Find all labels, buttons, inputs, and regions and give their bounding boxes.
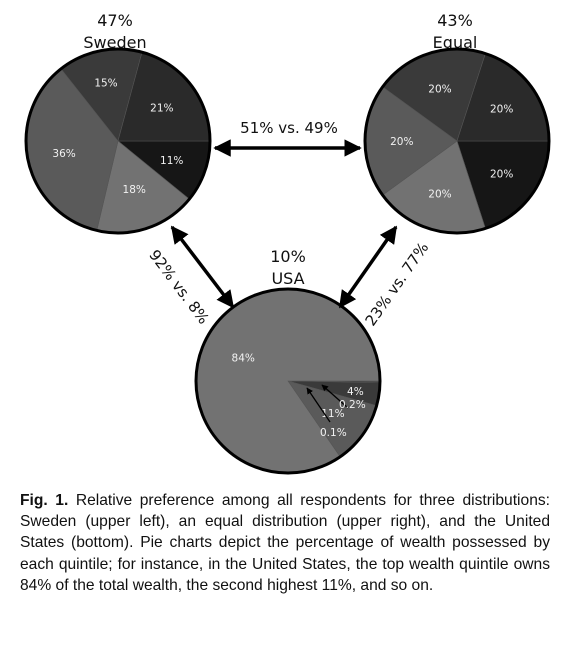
sweden-pie-title: Sweden [83,33,146,52]
pie-figure: 47% Sweden 43% Equal 10% USA 11% 18% 36% 15… [24,11,551,475]
usa-equal-arrow [338,225,398,309]
usa-pie-title: USA [271,269,304,288]
sweden-slice-label-3: 15% [94,77,117,89]
equal-preference-label: 43% [437,11,473,30]
equal-slice-label-3: 20% [428,84,451,96]
equal-pie-title: Equal [433,33,478,52]
sweden-usa-arrow [170,225,235,309]
usa-slice-label-0.2: 0.2% [339,399,366,411]
usa-preference-label: 10% [270,247,306,266]
sweden-equal-comparison-label: 51% vs. 49% [240,119,338,137]
equal-slice-label-4: 20% [490,104,513,116]
sweden-pie-outline [24,47,212,235]
equal-pie: 20% 20% 20% 20% 20% [363,47,551,235]
usa-pie-outline [194,287,382,475]
equal-slice-label-0: 20% [490,168,513,180]
usa-0.1-callout-arrow [306,387,331,423]
equal-pie-outline [363,47,551,235]
caption-figure-label: Fig. 1. [20,492,69,509]
sweden-pie: 11% 18% 36% 15% 21% [24,47,212,235]
usa-slice-label-0.1: 0.1% [320,427,347,439]
figure-caption: Fig. 1. Relative preference among all re… [20,490,550,596]
usa-slice-label-2: 4% [347,386,364,398]
sweden-preference-label: 47% [97,11,133,30]
usa-slice-label-4: 84% [232,352,255,364]
usa-equal-comparison-label: 23% vs. 77% [362,239,433,329]
sweden-slice-label-0: 11% [160,155,183,167]
sweden-slice-label-1: 18% [123,184,146,196]
equal-slice-label-1: 20% [428,188,451,200]
sweden-slice-label-4: 21% [150,102,173,114]
sweden-usa-comparison-label: 92% vs. 8% [145,246,212,327]
sweden-slice-label-2: 36% [52,148,75,160]
caption-text: Relative preference among all respondent… [20,492,550,594]
equal-slice-label-2: 20% [390,136,413,148]
usa-pie: 4%11%84% [194,287,382,475]
usa-0.2-callout-arrow [321,384,349,409]
